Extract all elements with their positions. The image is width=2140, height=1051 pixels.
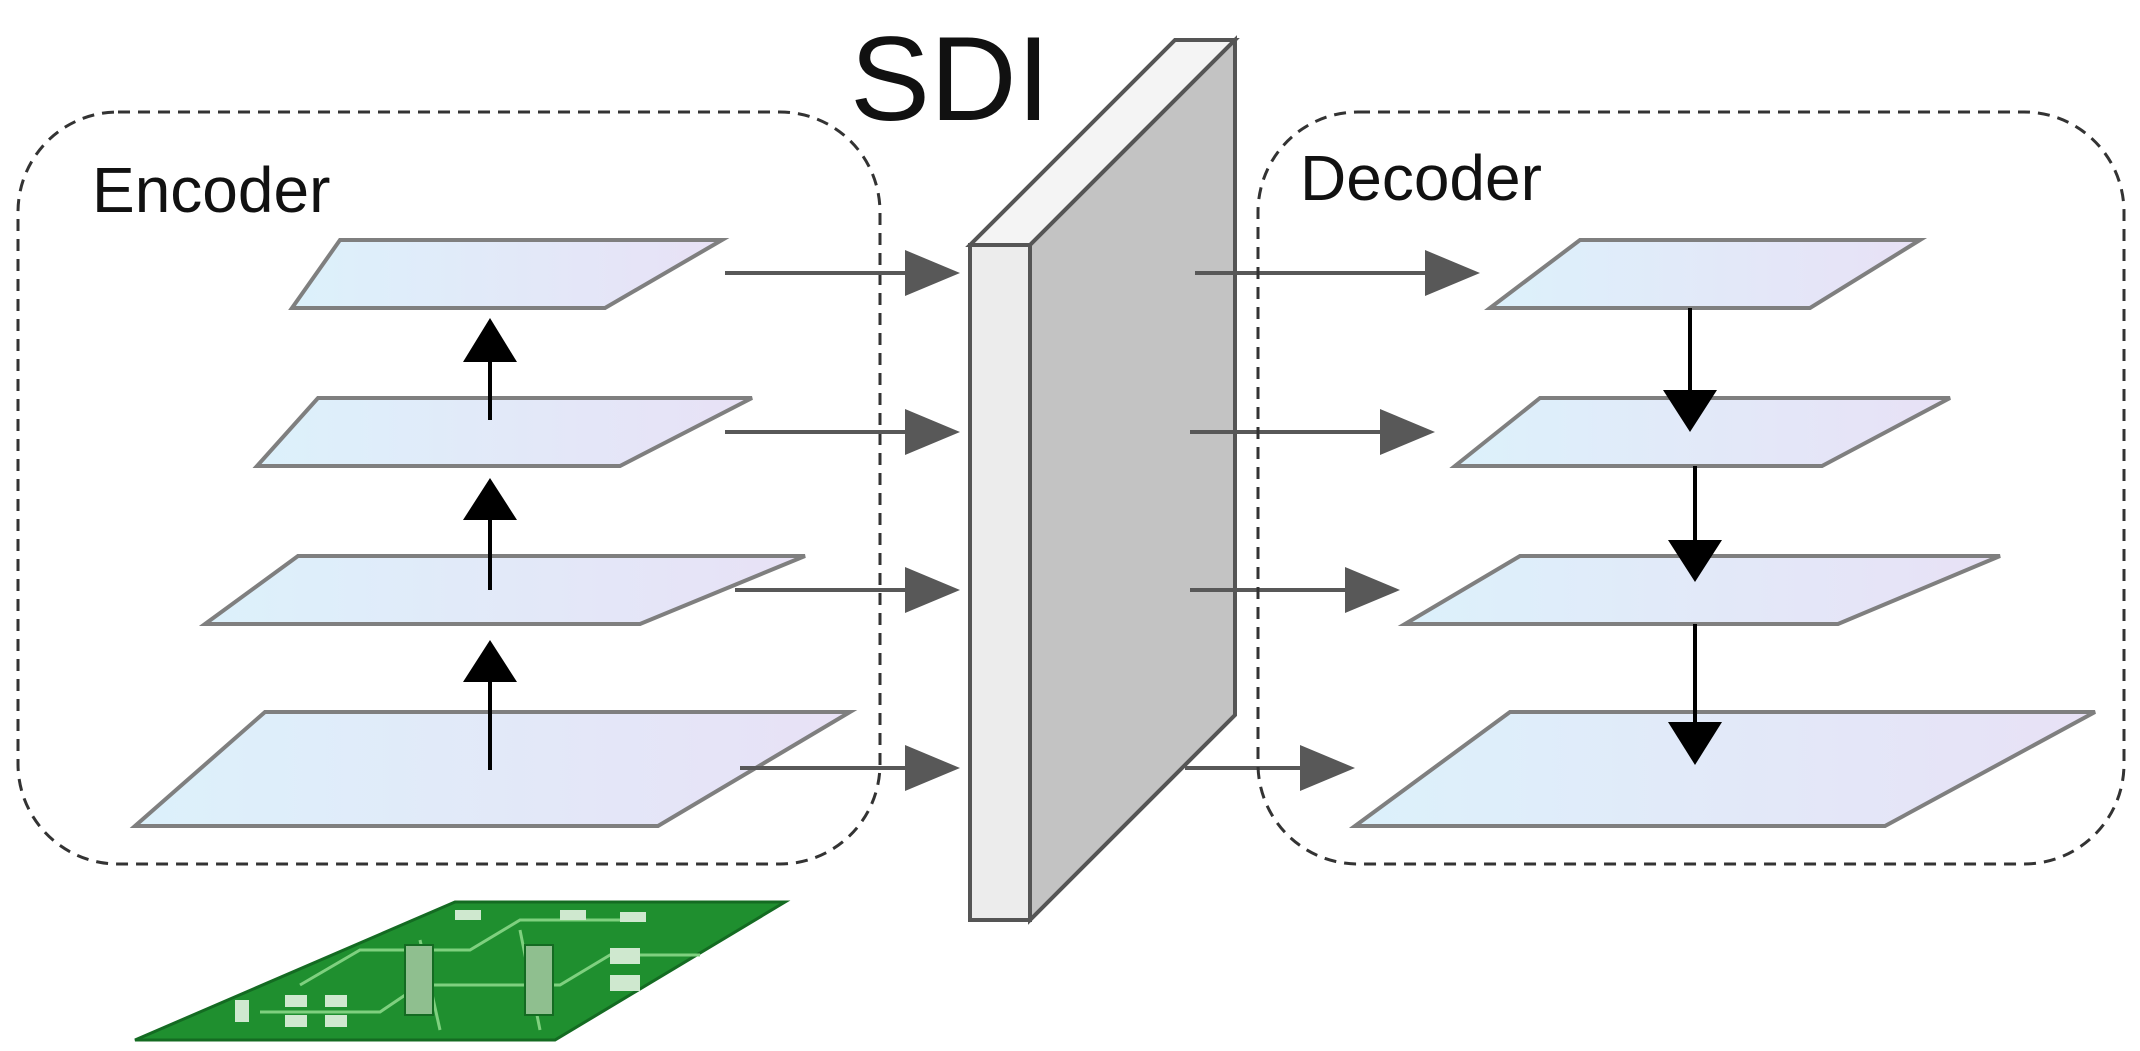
- encoder-up-arrow-1: [463, 640, 517, 770]
- encoder-up-arrow-3: [463, 318, 517, 420]
- decoder-layer-2: [1397, 554, 2001, 626]
- decoder-boundary: [1256, 110, 2126, 866]
- decoder-in-arrow-1: [1185, 745, 1355, 791]
- encoder-out-arrow-1: [740, 745, 960, 791]
- encoder-out-arrow-4: [725, 250, 960, 296]
- encoder-layer-2: [198, 554, 806, 626]
- decoder-in-arrow-4: [1195, 250, 1480, 296]
- encoder-layer-3: [252, 396, 753, 468]
- encoder-to-sdi-arrows: [725, 250, 960, 791]
- encoder-boundary: [16, 110, 882, 866]
- encoder-layer-4: [288, 238, 730, 310]
- sdi-to-decoder-arrows: [1185, 250, 1480, 791]
- encoder-out-arrow-2: [735, 567, 960, 613]
- decoder-label: Decoder: [1300, 142, 1542, 214]
- sdi-panel-front: [968, 243, 1032, 922]
- encoder-group: Encoder: [16, 110, 882, 866]
- encoder-label: Encoder: [92, 154, 330, 226]
- decoder-layer-3: [1449, 396, 1951, 468]
- encoder-out-arrow-3: [725, 409, 960, 455]
- circuit-board-icon: [134, 900, 791, 1042]
- decoder-group: Decoder: [1256, 110, 2126, 866]
- decoder-in-arrow-3: [1190, 409, 1435, 455]
- sdi-title: SDI: [850, 12, 1050, 146]
- decoder-down-arrow-2: [1668, 466, 1722, 582]
- decoder-down-arrow-1: [1663, 308, 1717, 432]
- encoder-up-arrow-2: [463, 478, 517, 590]
- decoder-in-arrow-2: [1190, 567, 1400, 613]
- decoder-down-arrow-3: [1668, 624, 1722, 765]
- decoder-layer-1: [1348, 710, 2096, 828]
- encoder-layer-1: [129, 710, 858, 828]
- sdi-panel: [965, 35, 1240, 925]
- decoder-layer-4: [1484, 238, 1928, 310]
